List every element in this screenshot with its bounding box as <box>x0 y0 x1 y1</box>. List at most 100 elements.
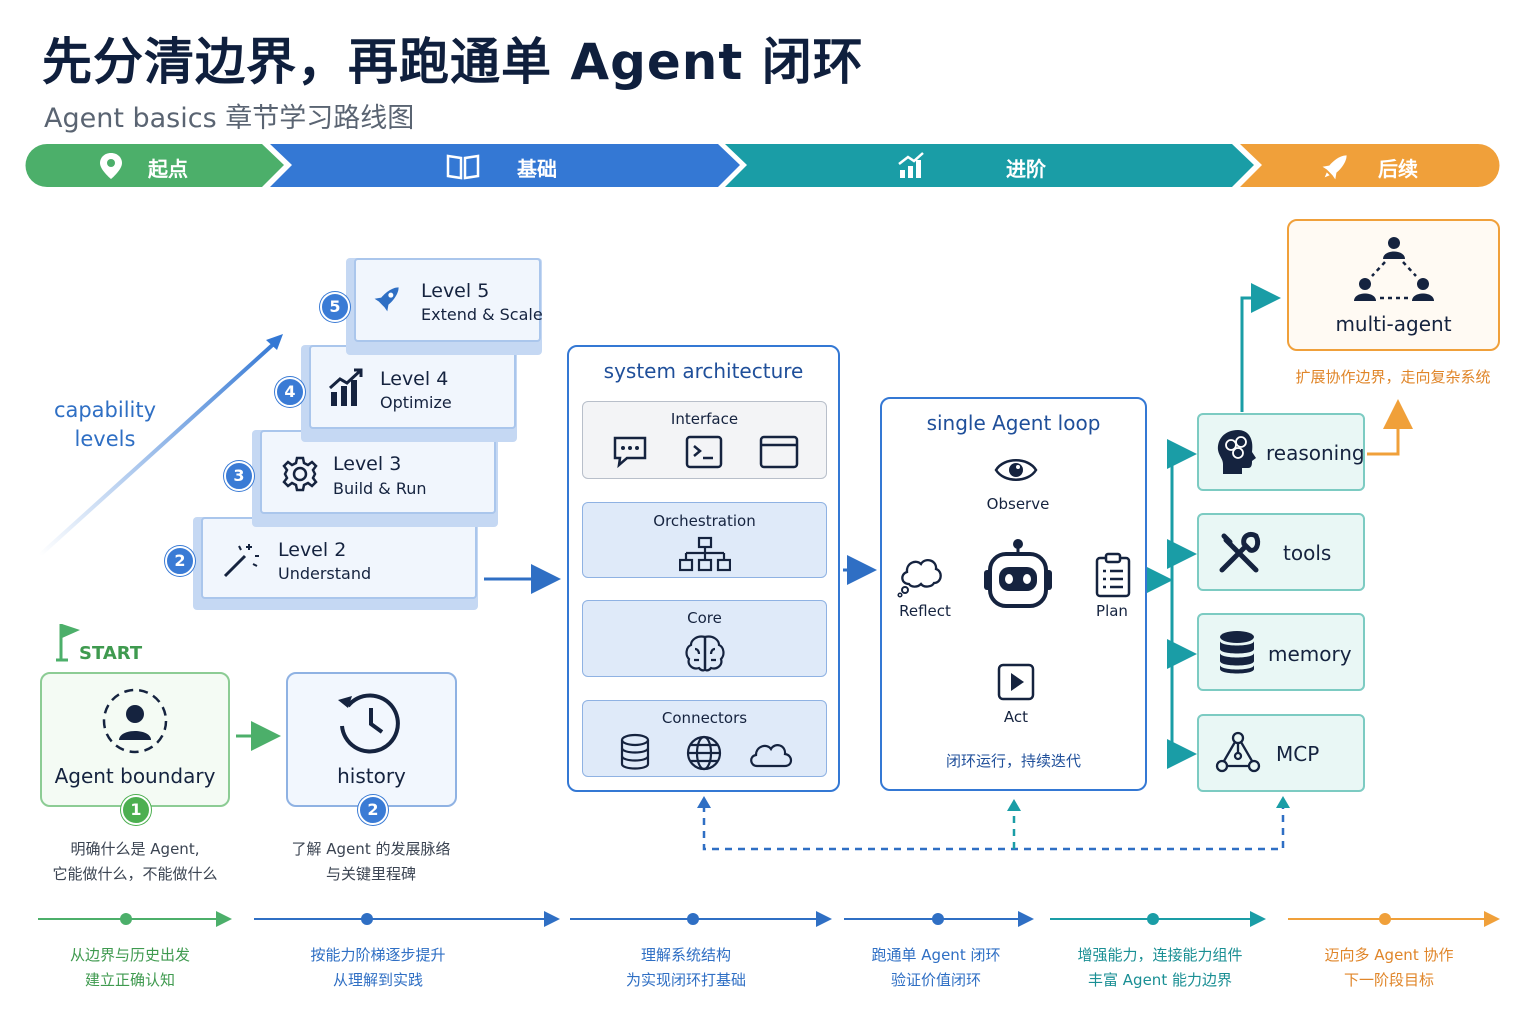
flag-icon <box>56 624 80 662</box>
stage-segment-advanced <box>725 144 1254 187</box>
history-clock-icon <box>338 693 400 754</box>
interface-label: Interface <box>670 410 739 428</box>
multi-agent-label: multi-agent <box>1335 312 1452 336</box>
timeline-6-line2: 下一阶段目标 <box>1343 971 1434 989</box>
hierarchy-icon <box>679 536 731 572</box>
capability-label: capability levels <box>50 396 160 454</box>
interface-layer[interactable]: Interface <box>582 401 827 479</box>
history-desc-line2: 与关键里程碑 <box>325 865 416 883</box>
loop-observe-label: Observe <box>986 495 1050 513</box>
thought-cloud-icon <box>897 558 942 598</box>
tools-box[interactable] <box>1197 513 1365 591</box>
brain-icon <box>685 635 725 672</box>
history-description: 了解 Agent 的发展脉络 与关键里程碑 <box>256 837 486 887</box>
history-desc-line1: 了解 Agent 的发展脉络 <box>291 840 451 858</box>
eye-icon <box>994 459 1038 481</box>
robot-icon <box>984 539 1052 608</box>
timeline-1-line1: 从边界与历史出发 <box>69 946 190 964</box>
level-5-subtitle: Extend & Scale <box>421 305 543 324</box>
team-icon <box>1354 237 1434 301</box>
history-step-badge: 2 <box>358 795 388 825</box>
level-3-title: Level 3 <box>333 453 402 475</box>
globe-icon <box>686 735 722 771</box>
timeline-2-line1: 按能力阶梯逐步提升 <box>310 946 446 964</box>
brain-head-icon <box>1217 430 1256 474</box>
tools-icon <box>1219 531 1261 573</box>
stage-segment-basics <box>270 144 740 187</box>
bottom-timeline <box>38 911 1500 927</box>
chat-icon <box>613 436 647 469</box>
level-2-subtitle: Understand <box>278 564 372 583</box>
page-subtitle: Agent basics 章节学习路线图 <box>44 103 415 134</box>
architecture-title: system architecture <box>603 359 804 383</box>
connectors-layer[interactable]: Connectors <box>582 700 827 777</box>
multi-agent-caption: 扩展协作边界，走向复杂系统 <box>1295 368 1491 386</box>
timeline-2-line2: 从理解到实践 <box>332 971 423 989</box>
timeline-item-4: 跑通单 Agent 闭环 验证价值闭环 <box>836 943 1036 993</box>
browser-window-icon <box>759 435 799 469</box>
map-pin-icon <box>100 153 122 179</box>
growth-chart-icon <box>898 152 924 178</box>
stage-label-start: 起点 <box>148 157 188 181</box>
stage-label-next: 后续 <box>1378 157 1418 181</box>
timeline-5-line2: 丰富 Agent 能力边界 <box>1088 971 1232 989</box>
clipboard-list-icon <box>1095 552 1131 598</box>
memory-box[interactable] <box>1197 613 1365 691</box>
stage-segment-start <box>25 144 285 187</box>
timeline-3-line1: 理解系统结构 <box>640 946 731 964</box>
mcp-label: MCP <box>1276 742 1320 766</box>
boundary-desc-line2: 它能做什么，不能做什么 <box>52 865 218 883</box>
memory-label: memory <box>1268 642 1352 666</box>
timeline-item-5: 增强能力，连接能力组件 丰富 Agent 能力边界 <box>1045 943 1275 993</box>
tools-label: tools <box>1283 541 1332 565</box>
level-3-subtitle: Build & Run <box>333 479 427 498</box>
database-icon <box>620 733 650 770</box>
history-label: history <box>337 764 406 788</box>
stage-banner <box>25 144 1500 187</box>
database-icon <box>1220 631 1254 674</box>
timeline-item-2: 按能力阶梯逐步提升 从理解到实践 <box>278 943 478 993</box>
timeline-5-line1: 增强能力，连接能力组件 <box>1077 946 1243 964</box>
boundary-desc-line1: 明确什么是 Agent, <box>70 840 200 858</box>
loop-act-label: Act <box>1003 708 1029 726</box>
growth-chart-icon <box>328 368 363 406</box>
timeline-item-3: 理解系统结构 为实现闭环打基础 <box>586 943 786 993</box>
stage-label-basics: 基础 <box>517 157 557 181</box>
terminal-icon <box>685 435 723 469</box>
loop-reflect-label: Reflect <box>899 602 951 620</box>
timeline-3-line2: 为实现闭环打基础 <box>625 971 746 989</box>
level-2-badge: 2 <box>165 546 195 576</box>
level-4-badge: 4 <box>275 377 305 407</box>
play-button-icon <box>997 663 1035 701</box>
loop-plan-label: Plan <box>1096 602 1128 620</box>
level-2-title: Level 2 <box>278 539 347 561</box>
agent-boundary-label: Agent boundary <box>54 764 216 788</box>
mcp-box[interactable] <box>1197 714 1365 792</box>
level-3-badge: 3 <box>224 461 254 491</box>
connectors-label: Connectors <box>661 709 748 727</box>
timeline-6-line1: 迈向多 Agent 协作 <box>1324 946 1454 964</box>
orchestration-layer[interactable]: Orchestration <box>582 502 827 578</box>
level-4-title: Level 4 <box>380 368 449 390</box>
loop-caption: 闭环运行，持续迭代 <box>945 752 1081 770</box>
magic-wand-icon <box>223 544 259 578</box>
start-label: START <box>79 643 143 664</box>
book-icon <box>446 154 480 180</box>
timeline-1-line2: 建立正确认知 <box>84 971 175 989</box>
level-4-subtitle: Optimize <box>380 393 452 412</box>
capability-arrow-line <box>38 338 280 557</box>
core-layer[interactable]: Core <box>582 600 827 677</box>
cloud-icon <box>750 744 793 768</box>
core-label: Core <box>687 609 722 627</box>
user-boundary-icon <box>102 688 168 754</box>
rocket-icon <box>374 287 399 312</box>
timeline-item-6: 迈向多 Agent 协作 下一阶段目标 <box>1289 943 1489 993</box>
page-title: 先分清边界，再跑通单 Agent 闭环 <box>42 33 864 91</box>
capability-label-line2: levels <box>74 427 136 451</box>
stage-label-advanced: 进阶 <box>1006 157 1046 181</box>
loop-title: single Agent loop <box>926 411 1101 435</box>
timeline-item-1: 从边界与历史出发 建立正确认知 <box>30 943 230 993</box>
boundary-step-badge: 1 <box>121 795 151 825</box>
timeline-4-line1: 跑通单 Agent 闭环 <box>871 946 1001 964</box>
reasoning-label: reasoning <box>1266 441 1365 465</box>
